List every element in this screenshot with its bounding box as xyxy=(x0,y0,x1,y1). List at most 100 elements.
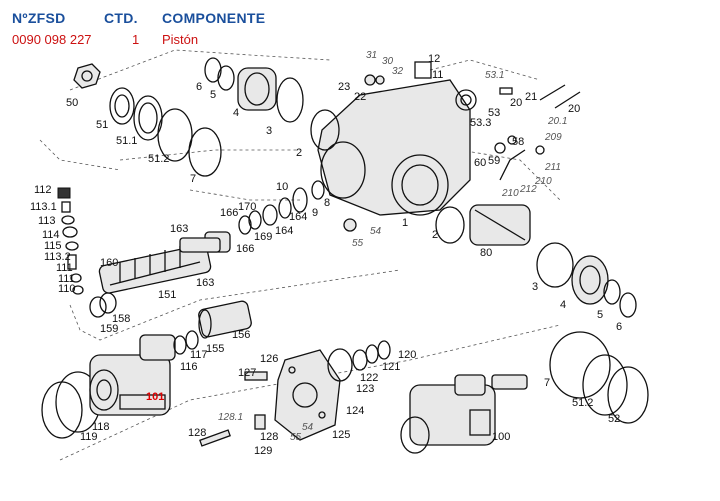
label-113-1: 113.1 xyxy=(30,201,57,213)
quantity-heading: CTD. xyxy=(104,10,138,26)
label-210: 210 xyxy=(534,176,552,187)
component-value: Pistón xyxy=(162,32,199,47)
label-5: 5 xyxy=(210,89,216,101)
label-126: 126 xyxy=(260,353,278,365)
label-101-highlighted: 101 xyxy=(146,391,164,403)
label-7: 7 xyxy=(190,173,196,185)
label-7-b: 7 xyxy=(544,377,550,389)
label-8: 8 xyxy=(324,197,330,209)
label-23: 23 xyxy=(338,81,350,93)
valve-parts-left xyxy=(57,187,84,295)
label-55-b: 55 xyxy=(290,432,302,443)
label-2-b: 2 xyxy=(432,229,438,241)
label-158: 158 xyxy=(112,313,130,325)
label-212: 212 xyxy=(519,184,537,195)
label-31: 31 xyxy=(366,50,377,61)
label-51-2: 51.2 xyxy=(148,153,169,165)
label-53-3: 53.3 xyxy=(470,117,491,129)
label-156: 156 xyxy=(232,329,250,341)
component-heading: COMPONENTE xyxy=(162,10,266,26)
label-169: 169 xyxy=(254,231,272,243)
label-117: 117 xyxy=(190,349,208,361)
label-100: 100 xyxy=(492,431,510,443)
nut-part xyxy=(73,63,101,89)
label-119: 119 xyxy=(80,431,98,443)
label-60: 60 xyxy=(474,157,486,169)
label-30: 30 xyxy=(382,56,394,67)
label-51: 51 xyxy=(96,119,108,131)
label-164: 164 xyxy=(275,225,293,237)
label-80: 80 xyxy=(480,247,492,259)
label-123: 123 xyxy=(356,383,374,395)
label-111: 111 xyxy=(56,262,73,274)
seal-group-bottom-right xyxy=(549,331,649,424)
label-122: 122 xyxy=(360,372,378,384)
label-114: 114 xyxy=(42,229,60,241)
label-118: 118 xyxy=(92,421,110,433)
label-110: 110 xyxy=(58,283,76,295)
label-51-2-b: 51.2 xyxy=(572,397,593,409)
label-9: 9 xyxy=(312,207,318,219)
label-22: 22 xyxy=(354,91,366,103)
label-129: 129 xyxy=(254,445,272,457)
label-3-b: 3 xyxy=(532,281,538,293)
label-166: 166 xyxy=(220,207,238,219)
label-52: 52 xyxy=(608,413,620,425)
label-128-1: 128.1 xyxy=(218,412,243,423)
label-20-1: 20.1 xyxy=(547,116,567,127)
piston-group xyxy=(41,300,252,439)
part-number-heading: NºZFSD xyxy=(12,10,66,26)
label-10: 10 xyxy=(276,181,288,193)
label-111-b: 111 xyxy=(58,273,75,285)
label-163-b: 163 xyxy=(196,277,214,289)
steering-housing xyxy=(310,61,471,244)
label-128: 128 xyxy=(188,427,206,439)
label-121: 121 xyxy=(382,361,400,373)
label-54: 54 xyxy=(370,226,382,237)
complete-assembly xyxy=(400,374,528,454)
label-1: 1 xyxy=(402,217,408,229)
part-number-value: 0090 098 227 xyxy=(12,32,92,47)
valve-cover xyxy=(199,340,391,447)
label-210-b: 210 xyxy=(501,188,519,199)
label-113-2: 113.2 xyxy=(44,251,71,263)
label-11: 11 xyxy=(432,69,443,81)
label-58: 58 xyxy=(512,136,524,148)
label-113: 113 xyxy=(38,215,56,227)
label-115: 115 xyxy=(44,240,62,252)
label-166-b: 166 xyxy=(236,243,254,255)
label-50: 50 xyxy=(66,97,78,109)
label-125: 125 xyxy=(332,429,350,441)
label-53-1: 53.1 xyxy=(485,70,504,81)
label-3: 3 xyxy=(266,125,272,137)
label-160: 160 xyxy=(100,257,118,269)
label-20: 20 xyxy=(510,97,522,109)
label-55: 55 xyxy=(352,238,364,249)
roller-bearing-part xyxy=(237,67,277,111)
label-116: 116 xyxy=(180,361,198,373)
label-2: 2 xyxy=(296,147,302,159)
label-155: 155 xyxy=(206,343,224,355)
label-164-b: 164 xyxy=(289,211,307,223)
label-4-b: 4 xyxy=(560,299,566,311)
quantity-value: 1 xyxy=(132,32,140,47)
label-120: 120 xyxy=(398,349,416,361)
label-6-b: 6 xyxy=(616,321,622,333)
label-54-b: 54 xyxy=(302,422,314,433)
ring-part xyxy=(109,87,135,125)
parts-header: NºZFSD CTD. COMPONENTE 0090 098 227 1 Pi… xyxy=(12,10,412,50)
label-4: 4 xyxy=(233,107,239,119)
label-211: 211 xyxy=(544,162,561,173)
label-12: 12 xyxy=(428,53,440,65)
label-51-1: 51.1 xyxy=(116,135,137,147)
label-159: 159 xyxy=(100,323,118,335)
label-151: 151 xyxy=(158,289,176,301)
valve-small-parts xyxy=(455,84,581,181)
label-5-b: 5 xyxy=(597,309,603,321)
label-20-right: 20 xyxy=(568,103,580,115)
worm-shaft xyxy=(89,237,221,318)
callout-labels: 50 51 51.1 51.2 7 6 5 4 3 2 31 30 32 12 … xyxy=(30,50,622,457)
sector-shaft xyxy=(469,204,637,318)
label-209: 209 xyxy=(544,132,562,143)
